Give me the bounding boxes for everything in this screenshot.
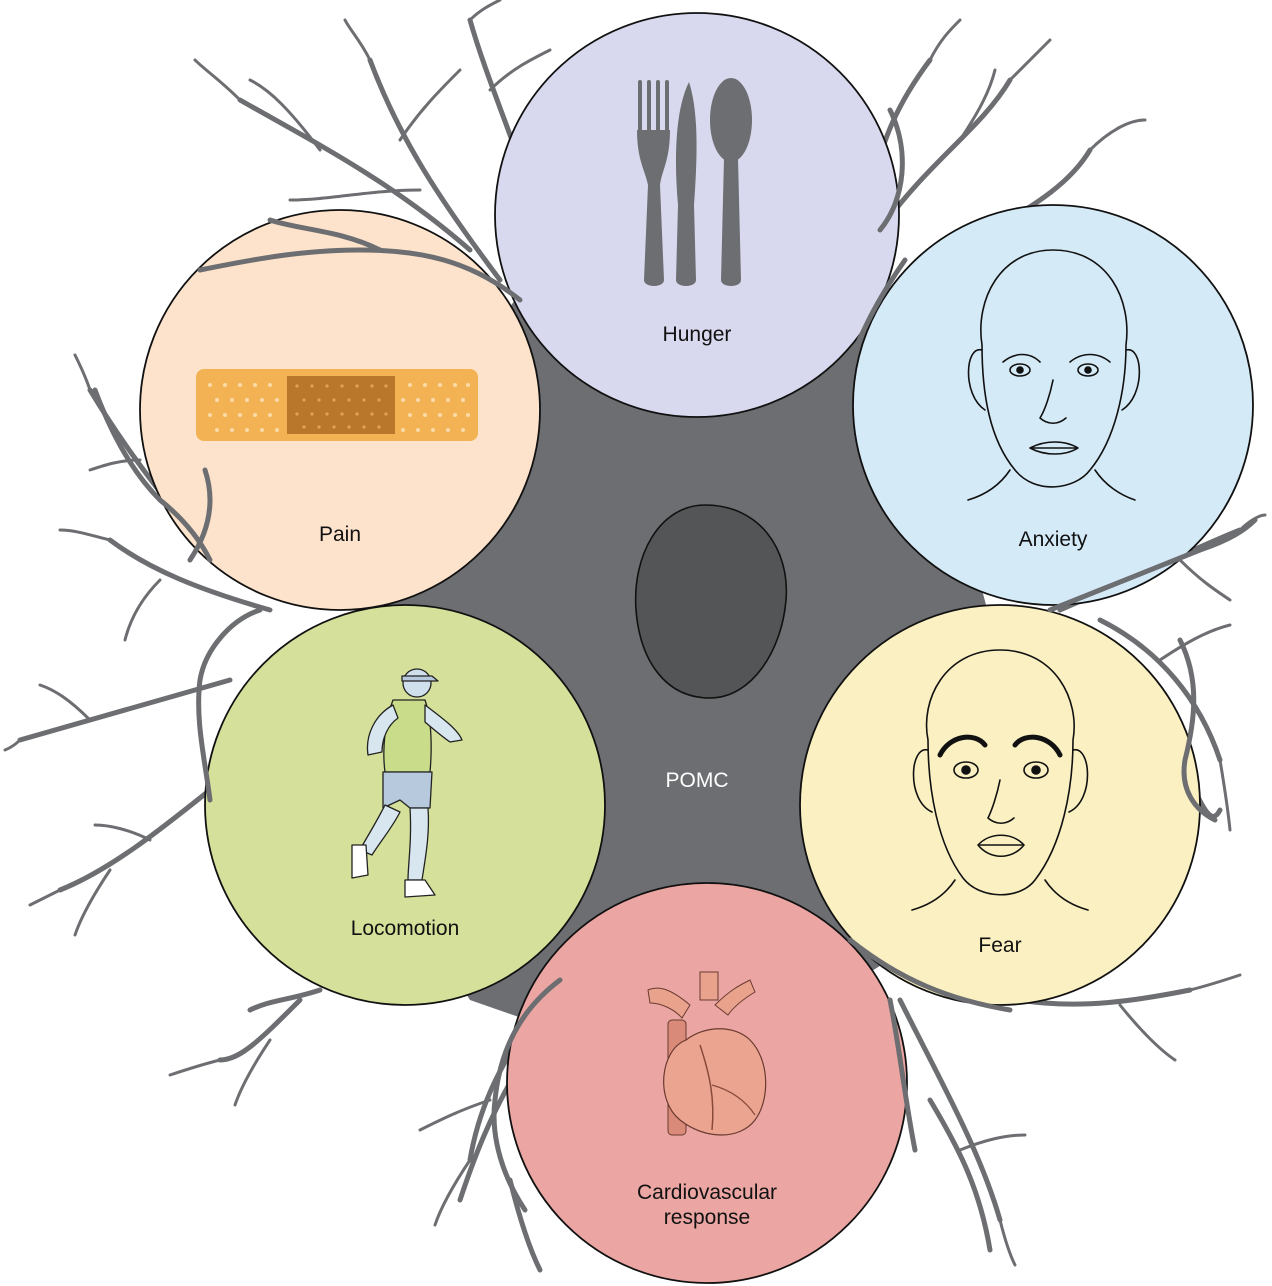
locomotion-circle: Locomotion (205, 605, 605, 1005)
bandage-icon (196, 369, 478, 441)
center-label: POMC (666, 769, 729, 792)
anxiety-circle: Anxiety (853, 205, 1253, 605)
locomotion-label: Locomotion (351, 917, 460, 940)
anxiety-label: Anxiety (1019, 528, 1088, 551)
cardio-label-line1: Cardiovascular (637, 1181, 777, 1204)
pain-label: Pain (319, 523, 361, 546)
hunger-label: Hunger (663, 323, 732, 346)
cardio-circle: Cardiovascular response (507, 883, 907, 1283)
cardio-label-line2: response (664, 1206, 750, 1229)
fear-label: Fear (978, 934, 1021, 957)
hunger-circle: Hunger (495, 13, 899, 417)
